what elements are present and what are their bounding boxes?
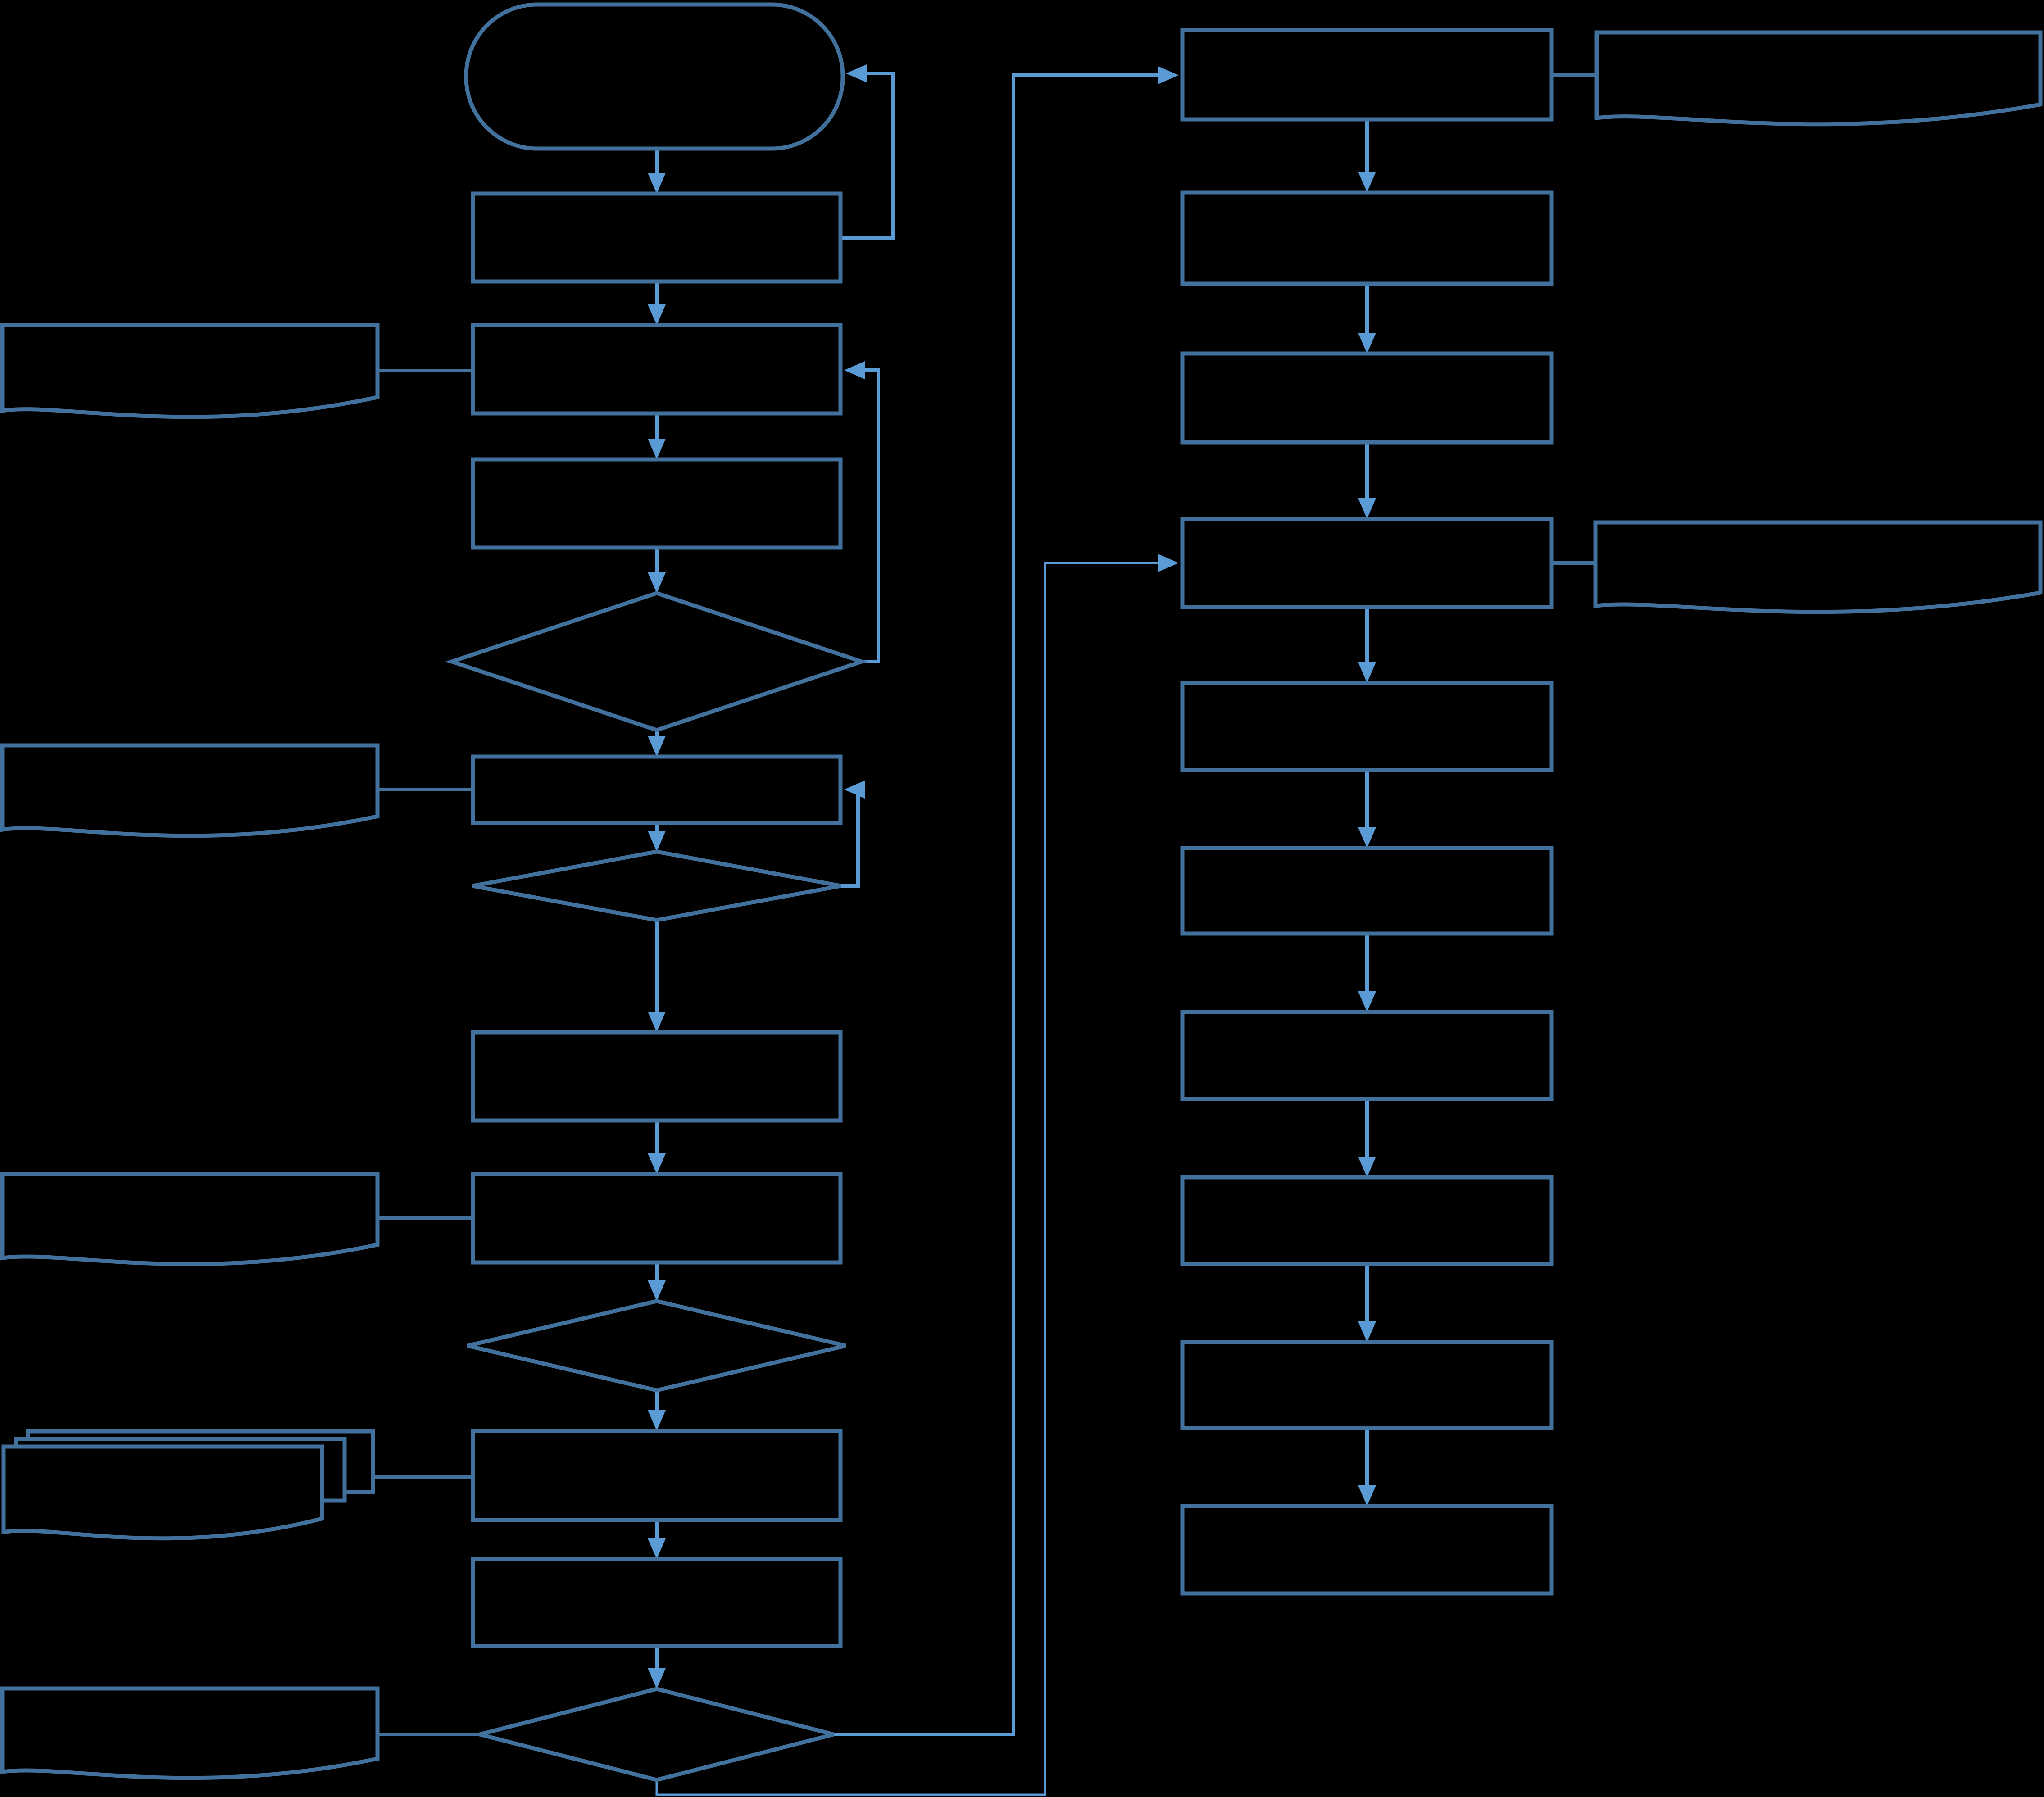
process-mid-3 xyxy=(471,457,843,550)
decision-mid-2 xyxy=(472,849,841,922)
arrow-mid-1-arrowhead xyxy=(648,173,666,194)
process-right-1 xyxy=(1180,28,1554,122)
loopback-process-1 xyxy=(840,72,895,240)
process-mid-7 xyxy=(471,1429,843,1522)
loopback-process-1-arrowhead xyxy=(846,64,867,82)
route-bottom-to-right-4 xyxy=(655,562,1158,1796)
process-right-9 xyxy=(1180,1340,1554,1430)
arrow-mid-4-arrowhead xyxy=(648,572,666,593)
loopback-decision-1 xyxy=(862,368,880,663)
document-left-3 xyxy=(0,1172,380,1266)
document-left-2 xyxy=(0,743,380,838)
arrow-right-5-arrowhead xyxy=(1358,827,1376,848)
arrow-right-9-arrowhead xyxy=(1358,1485,1376,1506)
route-bottom-to-right-top xyxy=(834,73,1158,1736)
arrow-mid-12-arrowhead xyxy=(648,1668,666,1689)
route-bottom-to-right-top-arrowhead xyxy=(1158,66,1179,84)
arrow-mid-2-arrowhead xyxy=(648,304,666,325)
arrow-right-3-arrowhead xyxy=(1358,498,1376,519)
process-right-5 xyxy=(1180,681,1554,772)
arrow-mid-11-arrowhead xyxy=(648,1538,666,1559)
arrow-mid-5-arrowhead xyxy=(648,736,666,757)
decision-mid-3 xyxy=(467,1299,847,1393)
process-right-2 xyxy=(1180,190,1554,286)
decision-bottom xyxy=(479,1687,835,1782)
document-right-top xyxy=(1594,30,2043,127)
process-right-8 xyxy=(1180,1175,1554,1266)
arrow-mid-3-arrowhead xyxy=(648,439,666,459)
arrow-right-6-arrowhead xyxy=(1358,991,1376,1012)
document-left-5 xyxy=(0,1686,380,1780)
decision-mid-1 xyxy=(445,591,868,732)
process-right-6 xyxy=(1180,846,1554,936)
process-mid-5 xyxy=(471,1030,843,1123)
arrow-mid-8-arrowhead xyxy=(648,1153,666,1174)
arrow-right-8-arrowhead xyxy=(1358,1321,1376,1342)
multidocument-left-sheet-3 xyxy=(1,1444,324,1541)
process-mid-8 xyxy=(471,1557,843,1648)
process-mid-4 xyxy=(471,754,843,825)
arrow-mid-9-arrowhead xyxy=(648,1280,666,1301)
process-right-10 xyxy=(1180,1504,1554,1596)
arrow-right-4-arrowhead xyxy=(1358,662,1376,683)
document-left-1 xyxy=(0,323,380,419)
arrow-mid-10-arrowhead xyxy=(648,1410,666,1431)
process-mid-1 xyxy=(471,191,843,284)
loopback-decision-1-arrowhead xyxy=(844,361,865,379)
process-mid-6 xyxy=(471,1172,843,1265)
document-right-mid xyxy=(1593,520,2043,614)
arrow-mid-7-arrowhead xyxy=(648,1012,666,1032)
process-right-4 xyxy=(1180,517,1554,609)
arrow-right-2-arrowhead xyxy=(1358,333,1376,354)
process-right-3 xyxy=(1180,351,1554,445)
process-right-7 xyxy=(1180,1010,1554,1101)
arrow-right-7-arrowhead xyxy=(1358,1157,1376,1177)
arrow-right-1-arrowhead xyxy=(1358,172,1376,192)
loopback-decision-2 xyxy=(841,788,865,888)
start-terminator xyxy=(464,2,845,151)
arrow-mid-6-arrowhead xyxy=(648,831,666,852)
process-mid-2 xyxy=(471,323,843,416)
route-bottom-to-right-4-arrowhead xyxy=(1158,554,1179,572)
